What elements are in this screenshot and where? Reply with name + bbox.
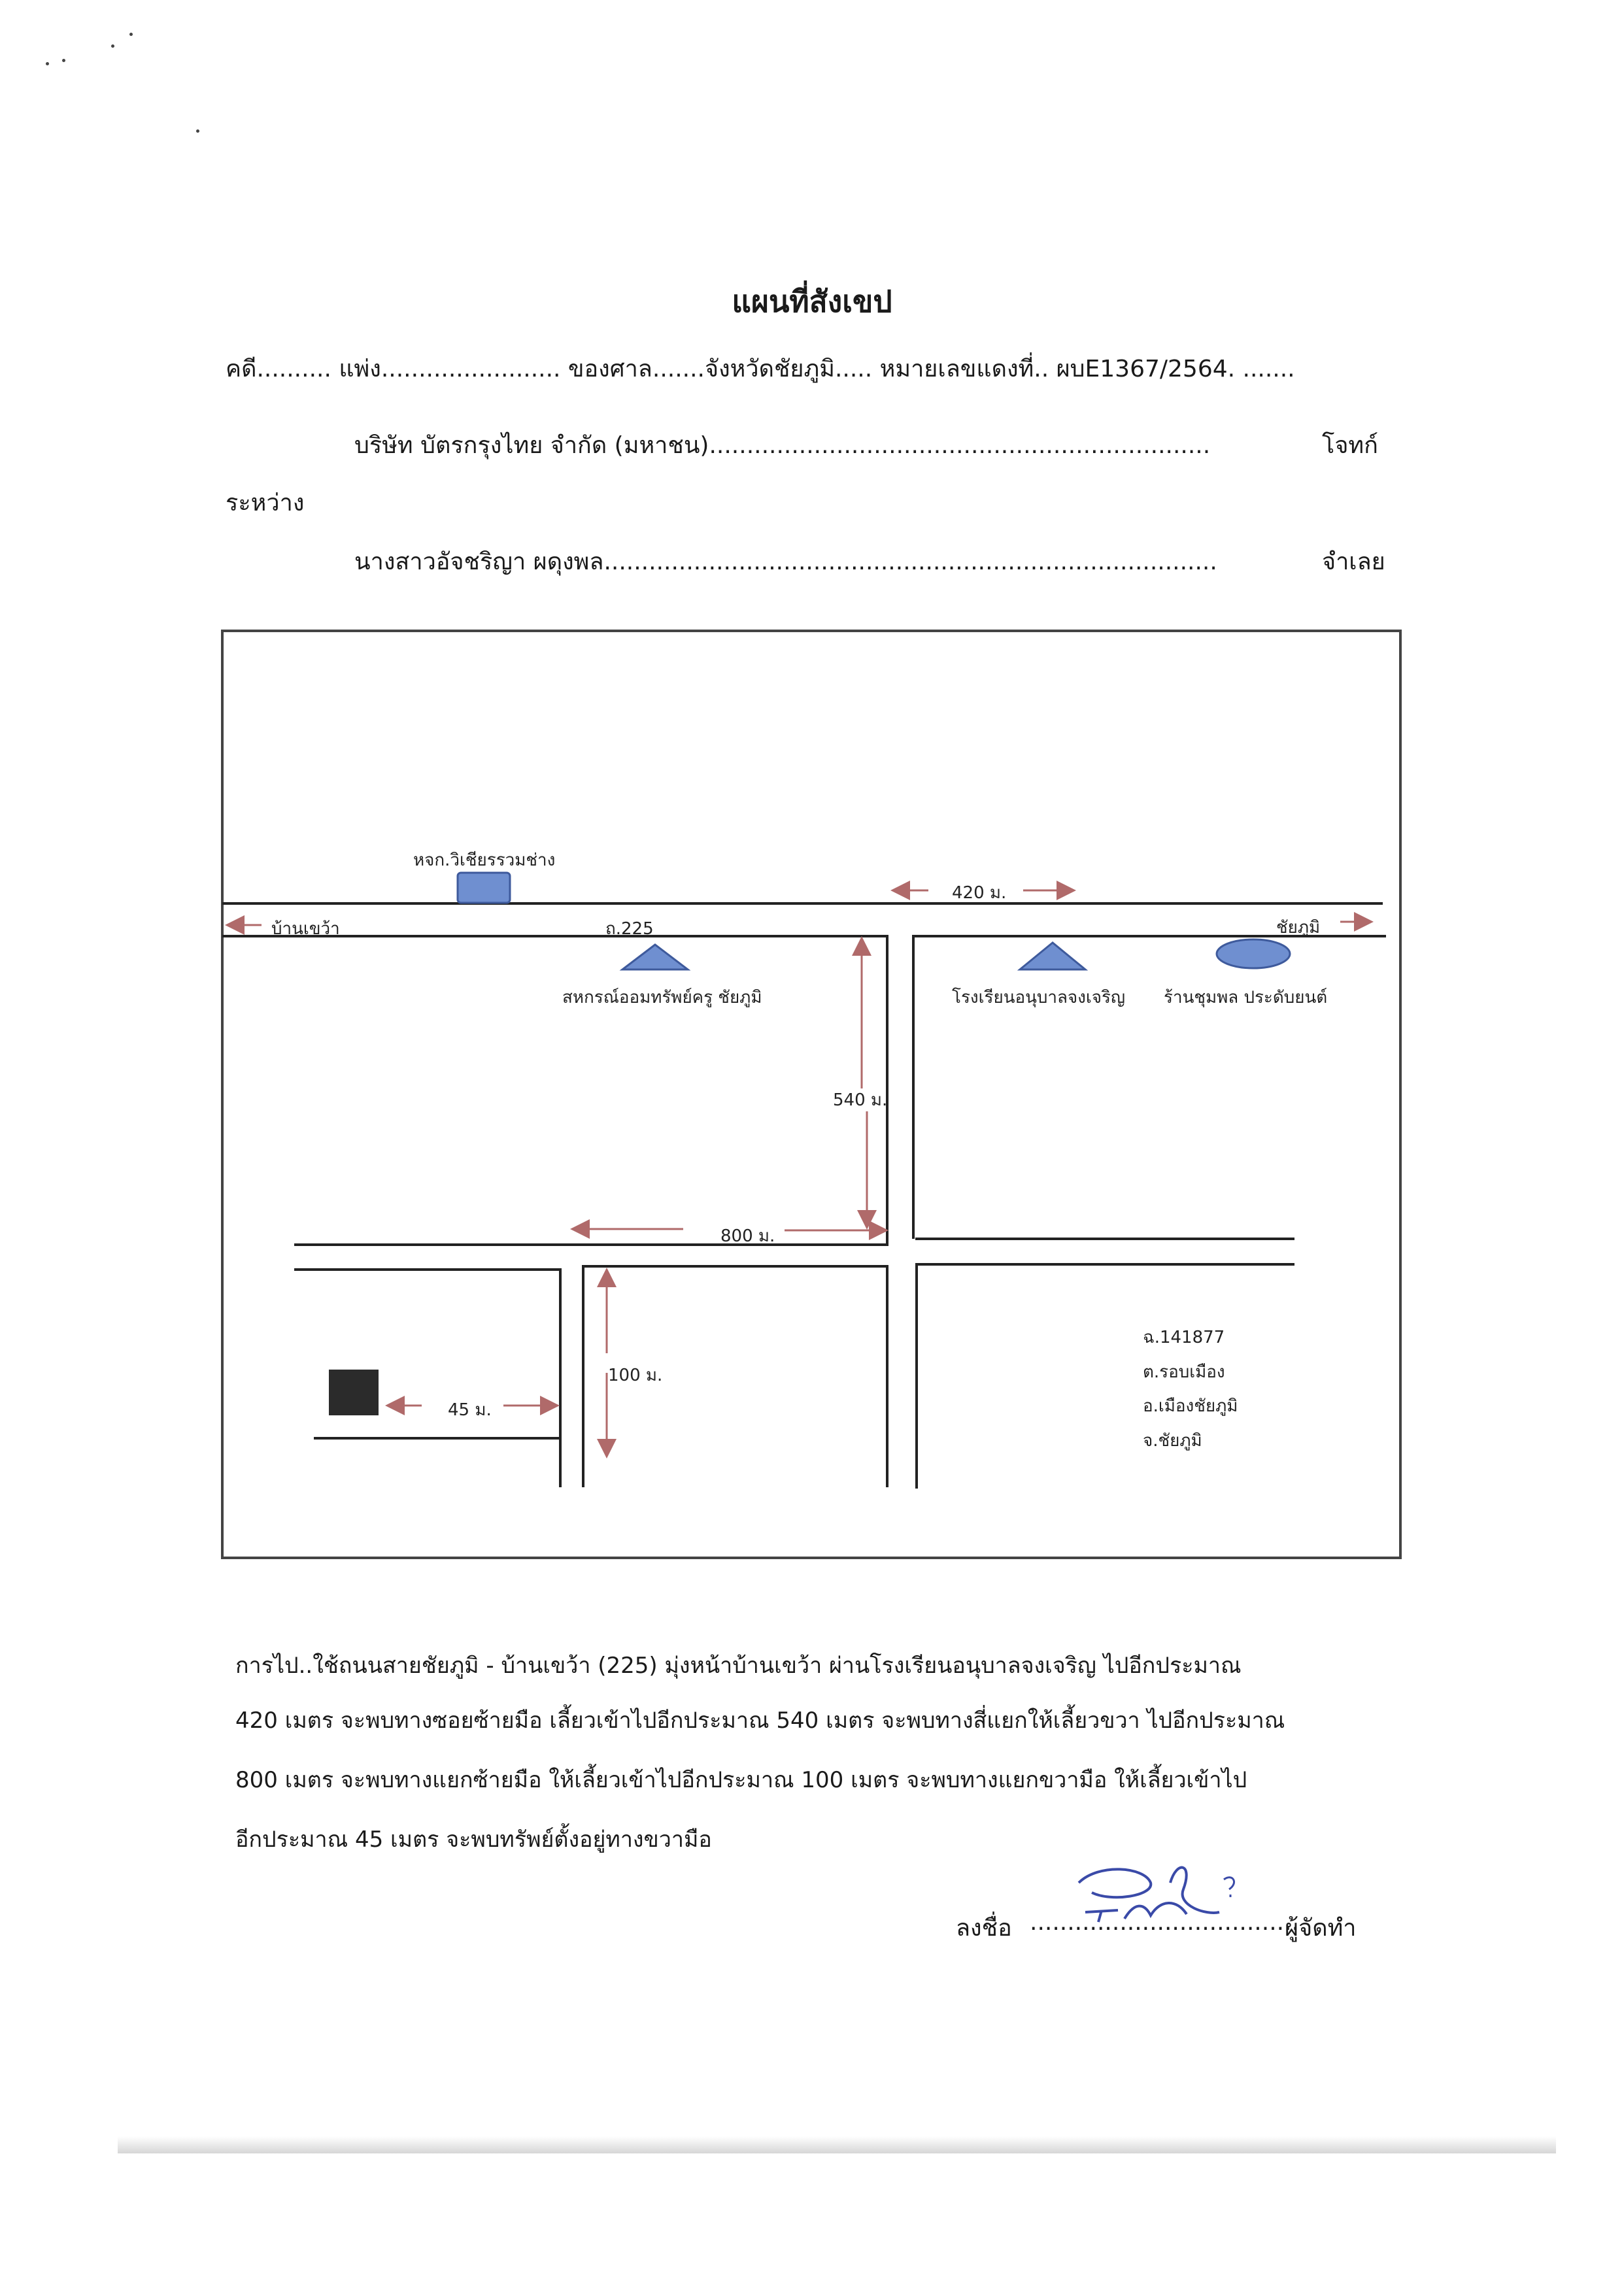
- defendant-line: นางสาวอัจชริญา ผดุงพล...................…: [354, 548, 1217, 575]
- lane-road-end: [559, 1438, 562, 1487]
- map-label-right-direction: ชัยภูมิ: [1276, 918, 1321, 937]
- map-label-100: 100 ม.: [608, 1366, 663, 1385]
- cross-road-bottom-c: [915, 1263, 1294, 1266]
- signature-label: ลงชื่อ: [956, 1915, 1012, 1942]
- map-label-address-2: ต.รอบเมือง: [1143, 1362, 1225, 1382]
- map-label-address-1: ฉ.141877: [1143, 1328, 1225, 1347]
- signature-dots: ....................................: [1030, 1909, 1299, 1936]
- case-line: คดี.......... แพ่ง......................…: [226, 356, 1295, 382]
- cross-road-bottom-a: [294, 1268, 561, 1271]
- soi-left-edge: [886, 935, 888, 1243]
- map-frame: [221, 630, 1402, 1559]
- map-label-road: ถ.225: [605, 919, 654, 939]
- map-label-left-direction: บ้านเขว้า: [271, 919, 340, 939]
- cross-road-bottom-b: [582, 1265, 888, 1268]
- directions-line-1: การไป..ใช้ถนนสายชัยภูมิ - บ้านเขว้า (225…: [235, 1653, 1242, 1679]
- signature-role: ผู้จัดทำ: [1285, 1915, 1357, 1942]
- map-label-store: ร้านชุมพล ประดับยนต์: [1164, 988, 1328, 1007]
- map-label-school: โรงเรียนอนุบาลจงเจริญ: [952, 988, 1126, 1007]
- shop-rect-icon: [456, 871, 511, 904]
- branch-road-edge-b: [582, 1265, 584, 1487]
- scan-speck: [46, 62, 49, 65]
- map-label-540: 540 ม.: [833, 1090, 888, 1110]
- scan-bottom-edge: [118, 2136, 1556, 2153]
- school-triangle-icon: [1017, 941, 1089, 971]
- main-road-bottom-left-edge: [222, 935, 886, 937]
- scan-speck: [196, 129, 199, 133]
- soi-right-edge: [912, 935, 915, 1239]
- handwritten-signature: [1077, 1866, 1235, 1923]
- branch-road-edge-c: [886, 1265, 888, 1487]
- plaintiff-line: บริษัท บัตรกรุงไทย จำกัด (มหาชน)........…: [354, 432, 1211, 459]
- scan-speck: [111, 44, 114, 48]
- main-road-bottom-right-edge: [912, 935, 1386, 937]
- map-label-45: 45 ม.: [448, 1400, 492, 1420]
- store-ellipse-icon: [1215, 938, 1291, 969]
- target-property-icon: [329, 1370, 379, 1415]
- cross-road-top-right: [915, 1238, 1294, 1240]
- map-label-address-4: จ.ชัยภูมิ: [1143, 1431, 1202, 1451]
- cross-road-top-left: [294, 1243, 888, 1246]
- scan-speck: [62, 59, 65, 62]
- directions-line-2: 420 เมตร จะพบทางซอยซ้ายมือ เลี้ยวเข้าไปอ…: [235, 1708, 1285, 1734]
- defendant-role: จำเลย: [1322, 548, 1385, 575]
- map-label-420: 420 ม.: [952, 883, 1007, 903]
- page-title: แผนที่สังเขป: [732, 284, 892, 319]
- plaintiff-role: โจทก์: [1322, 432, 1378, 459]
- map-label-800: 800 ม.: [720, 1226, 775, 1246]
- directions-line-4: อีกประมาณ 45 เมตร จะพบทรัพย์ตั้งอยู่ทางข…: [235, 1827, 712, 1853]
- branch-road-edge-a: [559, 1268, 562, 1440]
- branch-road-edge-d: [915, 1263, 918, 1489]
- main-road-top-edge: [222, 902, 1383, 905]
- between-label: ระหว่าง: [226, 490, 305, 516]
- scan-speck: [129, 33, 133, 36]
- lane-road-top: [314, 1437, 561, 1440]
- directions-line-3: 800 เมตร จะพบทางแยกซ้ายมือ ให้เลี้ยวเข้า…: [235, 1767, 1247, 1793]
- coop-triangle-icon: [619, 943, 691, 971]
- map-label-shop: หจก.วิเชียรรวมช่าง: [413, 851, 556, 870]
- map-label-address-3: อ.เมืองชัยภูมิ: [1143, 1396, 1238, 1416]
- map-label-coop: สหกรณ์ออมทรัพย์ครู ชัยภูมิ: [562, 988, 762, 1007]
